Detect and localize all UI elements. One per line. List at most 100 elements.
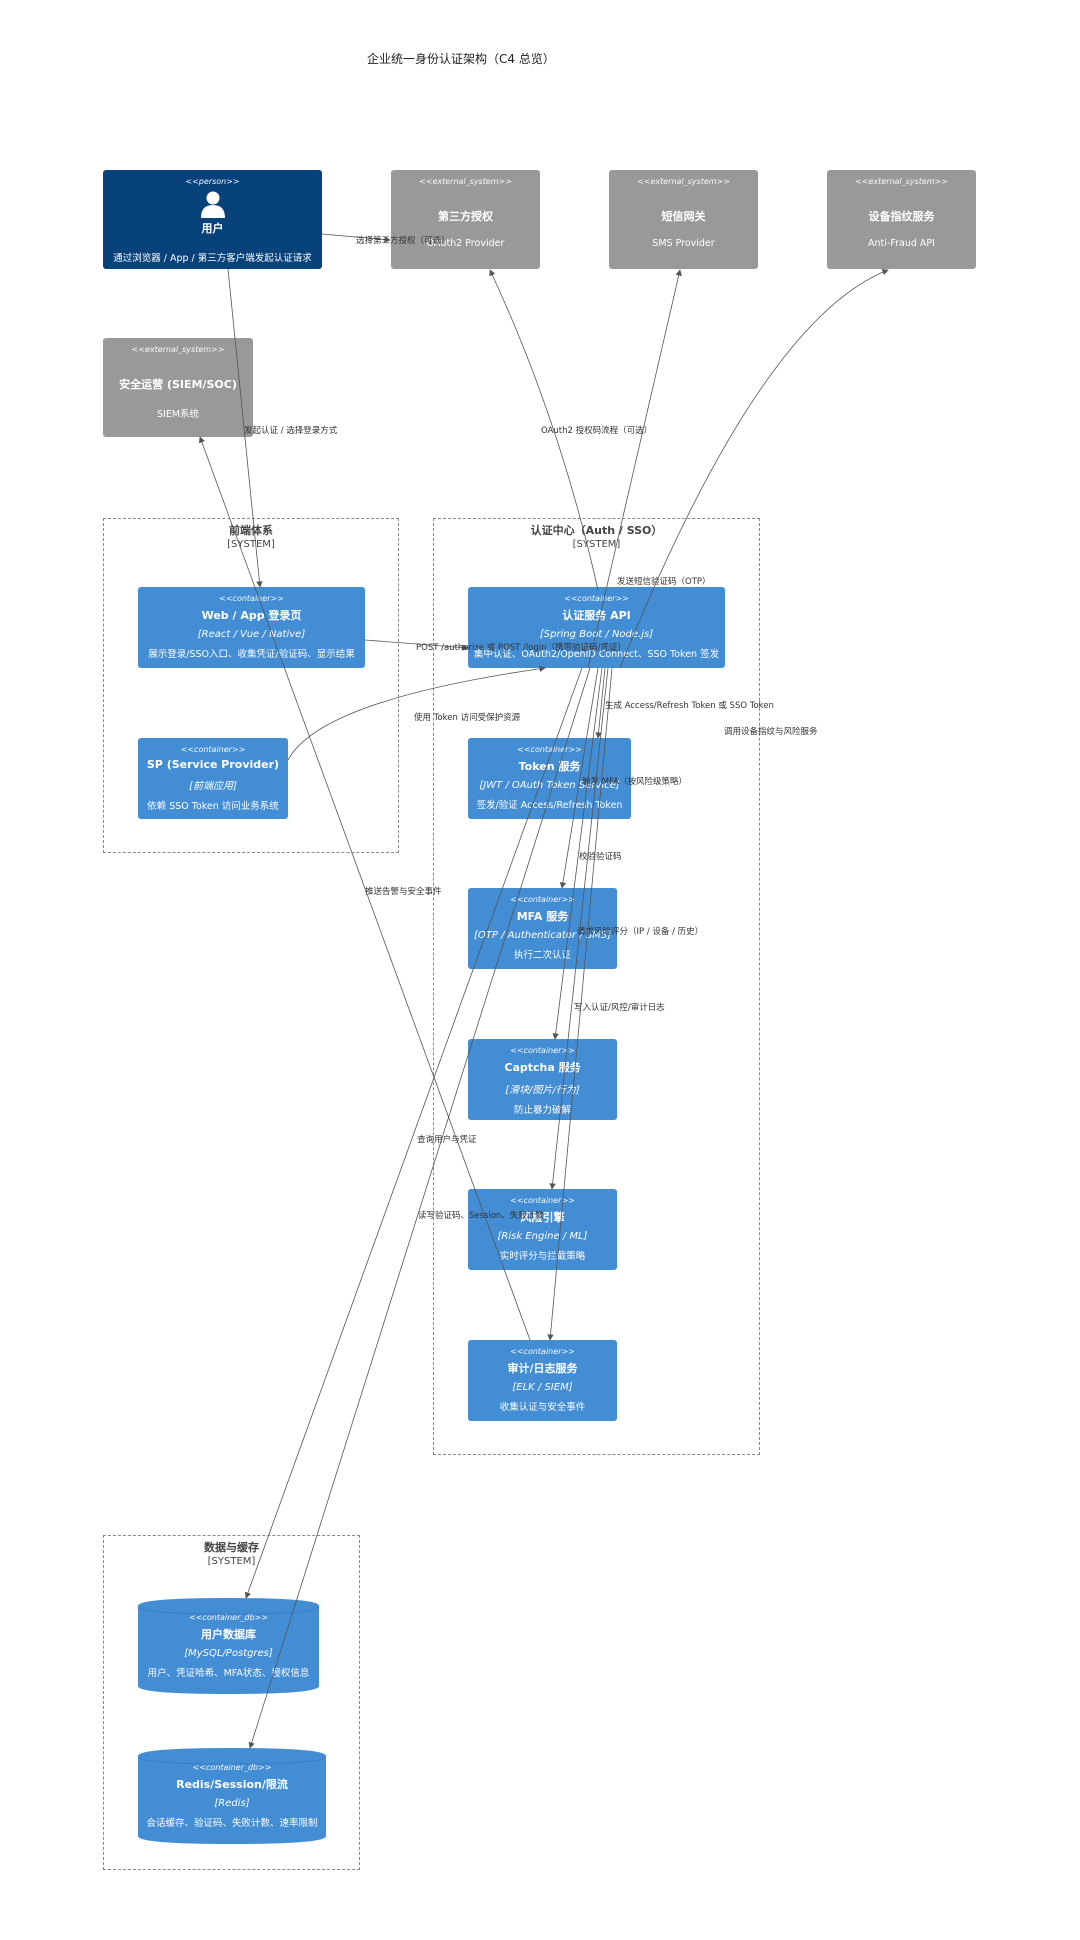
edge-sp-authapi — [287, 665, 546, 761]
oauth-provider-node[interactable]: <<external_system>> 第三方授权 OAuth2 Provide… — [391, 170, 540, 269]
edge-user-oauth — [321, 233, 391, 243]
auth-api-node[interactable]: <<container>> 认证服务 API [Spring Boot / No… — [468, 587, 725, 668]
mfa-service-node[interactable]: <<container>> MFA 服务 [OTP / Authenticato… — [468, 888, 617, 969]
boundary-auth-label: 认证中心（Auth / SSO） — [530, 524, 663, 537]
edge-label-call-fp: 调用设备指纹与风险服务 — [724, 727, 818, 737]
boundary-frontend-label: 前端体系 — [229, 524, 273, 537]
fingerprint-service-name: 设备指纹服务 — [868, 210, 935, 223]
token-service-desc: 签发/验证 Access/Refresh Token — [476, 800, 623, 811]
user-desc: 通过浏览器 / App / 第三方客户端发起认证请求 — [113, 253, 312, 264]
audit-service-tech: [ELK / SIEM] — [512, 1382, 573, 1393]
redis-name: Redis/Session/限流 — [176, 1778, 288, 1791]
edge-authapi-sms — [587, 269, 682, 669]
audit-service-stereotype: <<container>> — [510, 1347, 575, 1356]
boundary-data-type: [SYSTEM] — [207, 1556, 256, 1567]
sp-desc: 依赖 SSO Token 访问业务系统 — [147, 801, 279, 812]
fingerprint-service-stereotype: <<external_system>> — [855, 177, 948, 186]
edge-label-write-log: 写入认证/风控/审计日志 — [574, 1003, 665, 1013]
user-db-cylinder — [138, 1598, 319, 1694]
edge-label-gen-token: 生成 Access/Refresh Token 或 SSO Token — [605, 701, 774, 711]
edge-authapi-redis — [248, 667, 591, 1749]
boundary-data: 数据与缓存 [SYSTEM] — [103, 1535, 360, 1870]
edge-authapi-token — [595, 667, 606, 739]
edge-label-select-third: 选择第三方授权（可选） — [356, 236, 450, 246]
captcha-service-node[interactable]: <<container>> Captcha 服务 [滑块/图片/行为] 防止暴力… — [468, 1039, 617, 1120]
person-icon — [200, 191, 225, 218]
sms-gateway-desc: SMS Provider — [652, 238, 715, 249]
edge-label-oauth-flow: OAuth2 授权码流程（可选） — [541, 426, 653, 436]
edge-label-init-auth: 发起认证 / 选择登录方式 — [244, 426, 338, 436]
edge-authapi-audit — [547, 667, 613, 1341]
user-db-node[interactable]: <<container_db>> 用户数据库 [MySQL/Postgres] … — [138, 1598, 319, 1694]
edge-label-send-sms: 发送短信验证码（OTP） — [617, 577, 711, 587]
edge-authapi-oauth — [489, 269, 599, 591]
edge-label-push-alert: 推送告警与安全事件 — [365, 887, 442, 897]
mfa-service-tech: [OTP / Authenticator / SMS] — [474, 930, 611, 941]
risk-engine-desc: 实时评分与拦截策略 — [499, 1251, 586, 1262]
boundary-auth: 认证中心（Auth / SSO） [SYSTEM] — [433, 518, 760, 1455]
edge-label-rw-cache: 读写验证码、Session、失败计数 — [418, 1211, 544, 1221]
edge-label-risk-score: 请求风险评分（IP / 设备 / 历史） — [577, 927, 704, 937]
user-db-tech: [MySQL/Postgres] — [184, 1648, 273, 1659]
audit-service-name: 审计/日志服务 — [507, 1362, 578, 1375]
mfa-service-stereotype: <<container>> — [510, 895, 575, 904]
risk-engine-name: 风险引擎 — [520, 1211, 565, 1224]
boundary-auth-type: [SYSTEM] — [572, 539, 621, 550]
edge-label-query-user: 查询用户与凭证 — [417, 1135, 477, 1145]
risk-engine-stereotype: <<container>> — [510, 1196, 575, 1205]
siem-node[interactable]: <<external_system>> 安全运营 (SIEM/SOC) SIEM… — [103, 338, 253, 437]
web-login-name: Web / App 登录页 — [201, 609, 302, 622]
edge-web-authapi — [364, 639, 469, 651]
edge-authapi-risk — [549, 667, 609, 1190]
redis-tech: [Redis] — [214, 1798, 250, 1809]
edge-user-web — [227, 268, 263, 588]
captcha-service-desc: 防止暴力破解 — [513, 1105, 571, 1116]
oauth-provider-desc: OAuth2 Provider — [426, 238, 505, 249]
siem-desc: SIEM系统 — [156, 409, 200, 420]
sms-gateway-name: 短信网关 — [661, 210, 706, 223]
edge-label-use-token: 使用 Token 访问受保护资源 — [414, 713, 521, 723]
edge-audit-siem — [198, 436, 531, 1341]
siem-name: 安全运营 (SIEM/SOC) — [119, 378, 237, 391]
user-db-desc: 用户、凭证哈希、MFA状态、授权信息 — [147, 1668, 310, 1679]
page-title: 企业统一身份认证架构（C4 总览） — [367, 52, 555, 66]
user-name: 用户 — [201, 222, 224, 235]
redis-node[interactable]: <<container_db>> Redis/Session/限流 [Redis… — [138, 1748, 326, 1844]
edge-authapi-mfa — [559, 667, 599, 889]
captcha-service-name: Captcha 服务 — [504, 1061, 581, 1074]
oauth-provider-stereotype: <<external_system>> — [419, 177, 512, 186]
audit-service-node[interactable]: <<container>> 审计/日志服务 [ELK / SIEM] 收集认证与… — [468, 1340, 617, 1421]
edge-label-trigger-mfa: 触发 MFA（按风险级策略） — [582, 777, 687, 787]
web-login-desc: 展示登录/SSO入口、收集凭证/验证码、显示结果 — [148, 649, 355, 660]
auth-api-desc: 集中认证、OAuth2/OpenID Connect、SSO Token 签发 — [473, 649, 720, 660]
redis-desc: 会话缓存、验证码、失败计数、速率限制 — [146, 1818, 318, 1829]
sms-gateway-stereotype: <<external_system>> — [637, 177, 730, 186]
token-service-node[interactable]: <<container>> Token 服务 [JWT / OAuth Toke… — [468, 738, 631, 819]
audit-service-desc: 收集认证与安全事件 — [499, 1402, 586, 1413]
fingerprint-service-node[interactable]: <<external_system>> 设备指纹服务 Anti-Fraud AP… — [827, 170, 976, 269]
sms-gateway-node[interactable]: <<external_system>> 短信网关 SMS Provider — [609, 170, 758, 269]
risk-engine-tech: [Risk Engine / ML] — [497, 1231, 588, 1242]
user-node[interactable]: <<person>> 用户 通过浏览器 / App / 第三方客户端发起认证请求 — [103, 170, 322, 269]
boundary-frontend-type: [SYSTEM] — [227, 539, 275, 550]
user-stereotype: <<person>> — [185, 177, 240, 186]
captcha-service-stereotype: <<container>> — [510, 1046, 575, 1055]
sp-node[interactable]: <<container>> SP (Service Provider) [前端应… — [138, 738, 288, 819]
auth-api-stereotype: <<container>> — [564, 594, 629, 603]
sp-name: SP (Service Provider) — [146, 758, 280, 771]
web-login-node[interactable]: <<container>> Web / App 登录页 [React / Vue… — [138, 587, 365, 668]
auth-api-tech: [Spring Boot / Node.js] — [539, 629, 654, 640]
mfa-service-name: MFA 服务 — [516, 910, 569, 923]
edge-label-verify-code: 校验验证码 — [579, 852, 622, 862]
siem-stereotype: <<external_system>> — [131, 345, 225, 354]
sp-tech: [前端应用] — [189, 781, 237, 792]
fingerprint-service-desc: Anti-Fraud API — [868, 238, 935, 249]
redis-stereotype: <<container_db>> — [192, 1763, 272, 1772]
edge-authapi-captcha — [552, 667, 603, 1040]
user-db-stereotype: <<container_db>> — [189, 1613, 268, 1622]
boundary-data-label: 数据与缓存 — [204, 1541, 259, 1554]
risk-engine-node[interactable]: <<container>> 风险引擎 [Risk Engine / ML] 实时… — [468, 1189, 617, 1270]
web-login-tech: [React / Vue / Native] — [197, 629, 306, 640]
sp-stereotype: <<container>> — [180, 745, 246, 754]
